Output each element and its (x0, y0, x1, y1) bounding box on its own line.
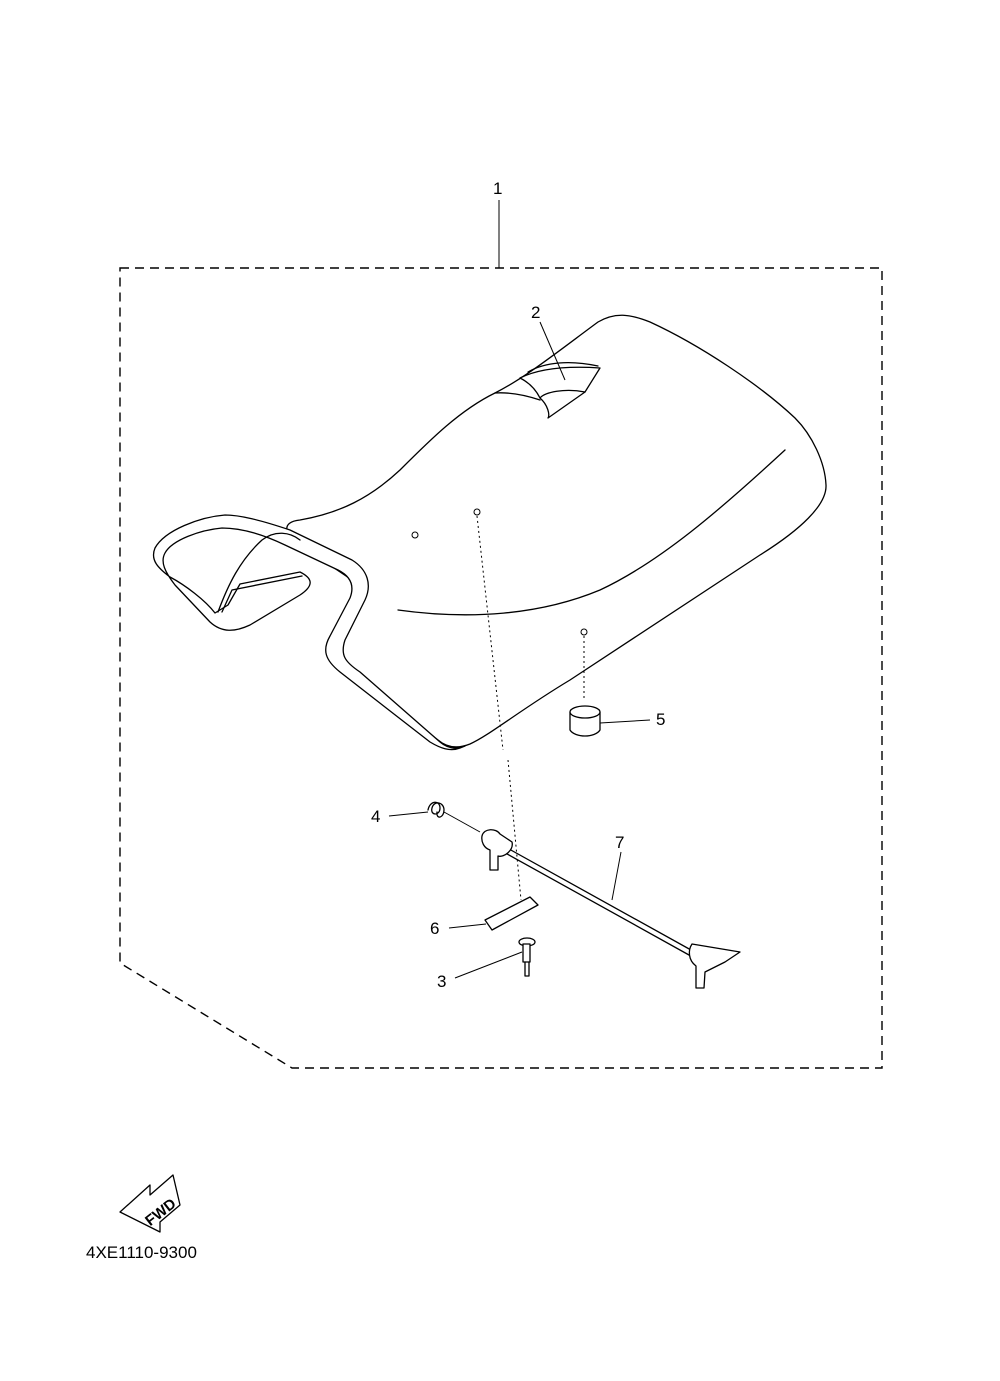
callout-7: 7 (615, 833, 624, 852)
leader-4 (388, 811, 429, 817)
leader-7 (611, 851, 622, 901)
guide-line-main (476, 515, 504, 751)
rod-part-7 (481, 829, 741, 989)
callout-5: 5 (656, 710, 665, 729)
callout-2: 2 (531, 303, 540, 322)
fwd-arrow: FWD (119, 1174, 181, 1233)
leader-2 (539, 321, 566, 381)
callout-6: 6 (430, 919, 439, 938)
seat (152, 314, 827, 751)
rivet-part-3 (518, 937, 536, 977)
bumper-part-5 (569, 705, 601, 737)
part-number: 4XE1110-9300 (86, 1243, 197, 1262)
callout-1: 1 (493, 179, 502, 198)
callout-3: 3 (437, 972, 446, 991)
assembly-boundary (119, 267, 883, 1069)
callout-4: 4 (371, 807, 380, 826)
plate-part-6 (484, 896, 539, 931)
leader-5 (599, 719, 651, 724)
spring-part-4 (427, 801, 481, 833)
guide-line-main-lower (507, 759, 522, 901)
leader-3 (454, 951, 523, 979)
leader-6 (448, 923, 487, 929)
